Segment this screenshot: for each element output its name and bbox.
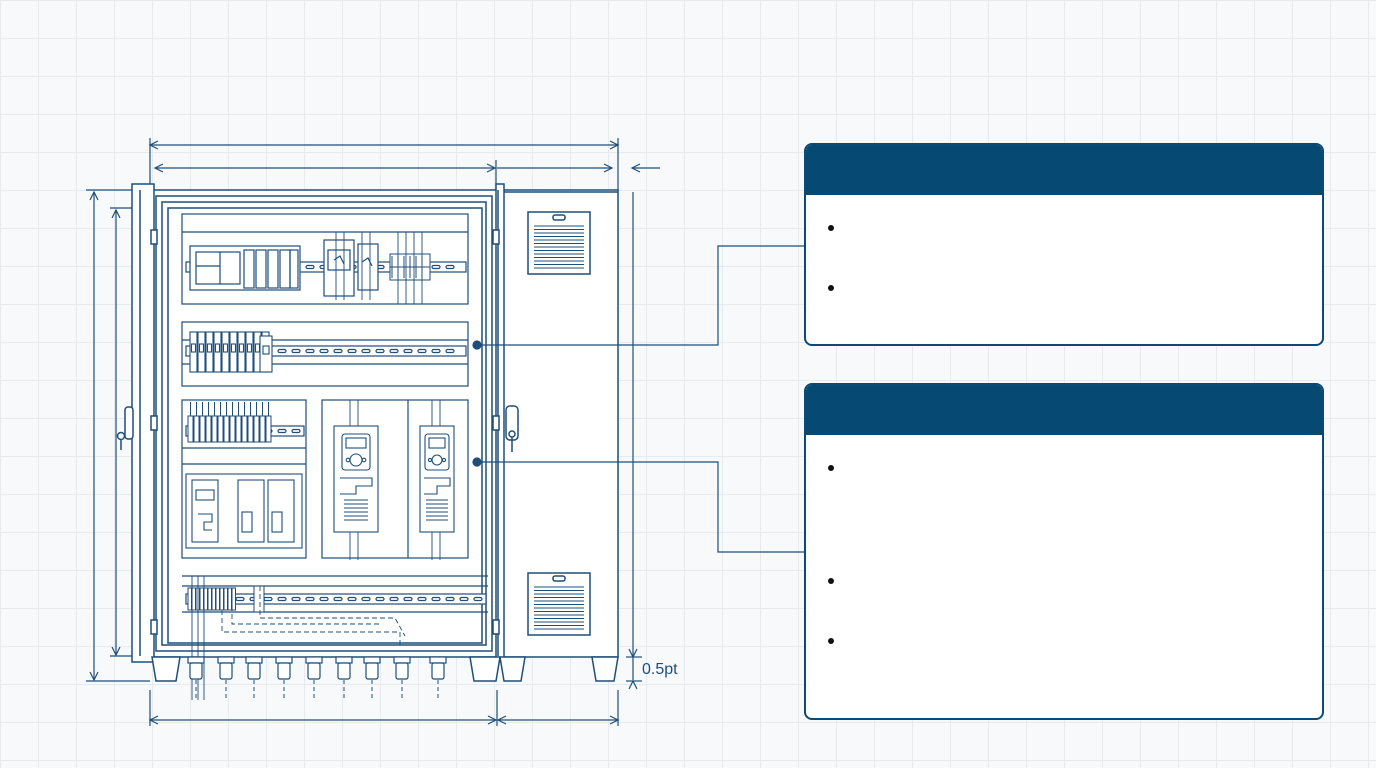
list-item	[828, 221, 1298, 237]
circuit-breaker-row	[189, 331, 273, 373]
callout-card-bottom	[804, 383, 1324, 720]
vfd-drive-right	[419, 425, 455, 533]
card-header-bottom	[806, 385, 1322, 435]
list-item	[828, 634, 1298, 650]
vent-grille-top	[527, 211, 591, 275]
list-item	[828, 574, 1298, 590]
vent-grille-bottom	[527, 572, 591, 636]
list-item	[828, 281, 1298, 297]
dimension-lines	[86, 138, 660, 726]
card-header-top	[806, 145, 1322, 195]
terminal-block-group-top	[389, 253, 431, 281]
mounting-plate	[181, 213, 488, 613]
contactor-group	[185, 473, 303, 549]
terminal-block-row-middle	[187, 402, 272, 443]
right-door-handle-icon	[505, 405, 519, 452]
cable-glands	[187, 656, 447, 700]
callout-connectors	[472, 245, 804, 553]
power-supply-module	[323, 239, 379, 297]
dimension-label: 0.5pt	[642, 661, 678, 678]
terminal-block-row-bottom	[187, 585, 265, 613]
left-door-handle-icon	[116, 406, 134, 450]
callout-card-top	[804, 143, 1324, 346]
plc-module	[189, 245, 301, 291]
vfd-drive-left	[333, 425, 379, 533]
list-item	[828, 461, 1298, 477]
